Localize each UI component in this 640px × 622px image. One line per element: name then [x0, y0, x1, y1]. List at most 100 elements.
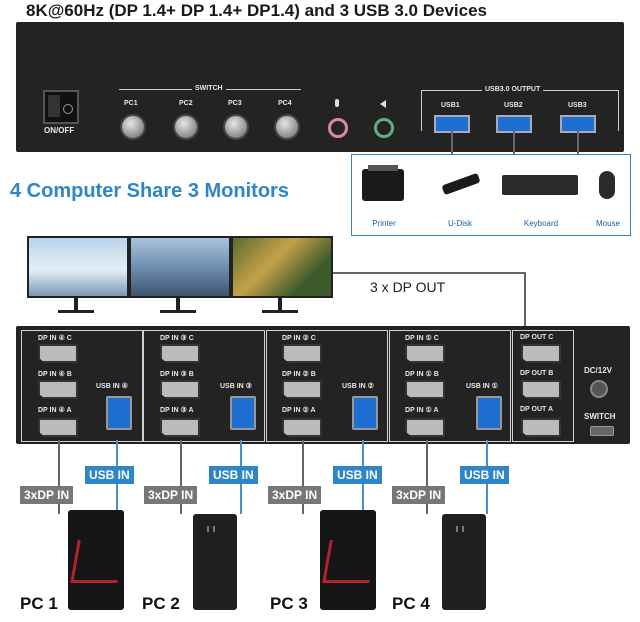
usb-in-label-pc3: USB IN [333, 466, 382, 484]
dp-cable-pc3 [302, 440, 304, 514]
usb-in1-port[interactable] [476, 396, 502, 430]
usb1-label: USB1 [441, 102, 460, 109]
dp-out-a-label: DP OUT A [520, 406, 554, 413]
dp-in-label-pc3: 3xDP IN [268, 486, 322, 504]
front-panel: ON/OFF SWITCH PC1 PC2 PC3 PC4 USB3.0 OUT… [16, 22, 624, 152]
dp-in1-b-label: DP IN ① B [405, 371, 439, 378]
keyboard-icon [502, 175, 578, 195]
dc-power-jack[interactable] [590, 380, 608, 398]
dp-in3-a-label: DP IN ③ A [160, 407, 194, 414]
dp-cable-pc1 [58, 440, 60, 514]
dp-out-caption: 3 x DP OUT [370, 279, 446, 295]
usb-in3-port[interactable] [230, 396, 256, 430]
section-pc3 [143, 330, 265, 442]
peripherals-box: Printer U-Disk Keyboard Mouse [351, 154, 631, 236]
pc3-label: PC3 [228, 100, 242, 107]
dp-in-label-pc2: 3xDP IN [144, 486, 198, 504]
monitor-2 [129, 236, 231, 298]
mic-jack[interactable] [328, 118, 348, 138]
monitor-1 [27, 236, 129, 298]
dp-in2-a-port[interactable] [282, 418, 322, 437]
switch-label: SWITCH [192, 85, 226, 92]
power-switch[interactable] [43, 90, 79, 124]
dp-in-label-pc1: 3xDP IN [20, 486, 74, 504]
dp-in4-b-port[interactable] [38, 380, 78, 399]
dp-out-c-label: DP OUT C [520, 334, 554, 341]
pc3-tower [320, 510, 377, 610]
share-title: 4 Computer Share 3 Monitors [10, 180, 289, 202]
usb-in2-port[interactable] [352, 396, 378, 430]
dp-in3-a-port[interactable] [160, 418, 200, 437]
usb-in-label-pc1: USB IN [85, 466, 134, 484]
usb2-label: USB2 [504, 102, 523, 109]
dp-cable-pc2 [180, 440, 182, 514]
usb3-label: USB3 [568, 102, 587, 109]
printer-icon [362, 165, 404, 201]
dp-in1-b-port[interactable] [405, 380, 445, 399]
microphone-icon [335, 99, 339, 107]
pc2-label: PC 2 [142, 594, 180, 613]
printer-label: Printer [372, 219, 396, 228]
pc1-tower [68, 510, 125, 610]
dp-out-b-label: DP OUT B [520, 370, 554, 377]
dp-in2-c-port[interactable] [282, 344, 322, 363]
monitor-3 [231, 236, 333, 298]
headline: 8K@60Hz (DP 1.4+ DP 1.4+ DP1.4) and 3 US… [26, 1, 488, 20]
dp-out-c-port[interactable] [521, 344, 561, 363]
pc2-button[interactable] [173, 114, 199, 140]
dp-in2-a-label: DP IN ② A [282, 407, 316, 414]
dp-in2-c-label: DP IN ② C [282, 335, 316, 342]
pc1-button[interactable] [120, 114, 146, 140]
usb-line-1 [451, 130, 453, 154]
pc3-button[interactable] [223, 114, 249, 140]
usb-in-label-pc2: USB IN [209, 466, 258, 484]
dp-out-cable-v [524, 272, 526, 332]
usb-in4-port[interactable] [106, 396, 132, 430]
dp-in3-b-port[interactable] [160, 380, 200, 399]
section-pc2 [266, 330, 388, 442]
pc3-label: PC 3 [270, 594, 308, 613]
usb-output-label: USB3.0 OUTPUT [482, 86, 544, 93]
dp-in-label-pc4: 3xDP IN [392, 486, 446, 504]
speaker-jack[interactable] [374, 118, 394, 138]
section-outputs [512, 330, 574, 442]
dp-in4-a-port[interactable] [38, 418, 78, 437]
u-disk-icon [441, 172, 481, 196]
dp-in1-c-port[interactable] [405, 344, 445, 363]
usb-line-3 [577, 130, 579, 154]
pc2-tower [193, 514, 237, 610]
dp-in2-b-port[interactable] [282, 380, 322, 399]
dp-out-a-port[interactable] [521, 418, 561, 437]
usb-in3-label: USB IN ③ [220, 383, 252, 390]
dp-in2-b-label: DP IN ② B [282, 371, 316, 378]
dc-power-label: DC/12V [584, 366, 613, 375]
section-pc1 [389, 330, 511, 442]
mouse-icon [599, 171, 615, 199]
dp-in3-c-port[interactable] [160, 344, 200, 363]
usb-line-2 [513, 130, 515, 154]
usb-in2-label: USB IN ② [342, 383, 374, 390]
dp-in3-c-label: DP IN ③ C [160, 335, 194, 342]
u-disk-label: U-Disk [448, 219, 472, 228]
pc4-tower [442, 514, 486, 610]
rear-switch-label: SWITCH [584, 412, 616, 421]
pc4-button[interactable] [274, 114, 300, 140]
dp-in3-b-label: DP IN ③ B [160, 371, 194, 378]
usb-in-label-pc4: USB IN [460, 466, 509, 484]
dp-in1-a-port[interactable] [405, 418, 445, 437]
pc1-label: PC1 [124, 100, 138, 107]
power-label: ON/OFF [44, 126, 75, 135]
dp-out-b-port[interactable] [521, 380, 561, 399]
pc1-label: PC 1 [20, 594, 58, 613]
dp-in4-c-port[interactable] [38, 344, 78, 363]
section-pc4 [21, 330, 143, 442]
dp-out-cable-h [333, 272, 525, 274]
rear-switch-port[interactable] [590, 426, 614, 436]
pc2-label: PC2 [179, 100, 193, 107]
mouse-label: Mouse [595, 219, 620, 228]
dp-in1-c-label: DP IN ① C [405, 335, 439, 342]
pc4-label: PC4 [278, 100, 292, 107]
dp-cable-pc4 [426, 440, 428, 514]
dp-in1-a-label: DP IN ① A [405, 407, 439, 414]
dp-in4-a-label: DP IN ④ A [38, 407, 72, 414]
